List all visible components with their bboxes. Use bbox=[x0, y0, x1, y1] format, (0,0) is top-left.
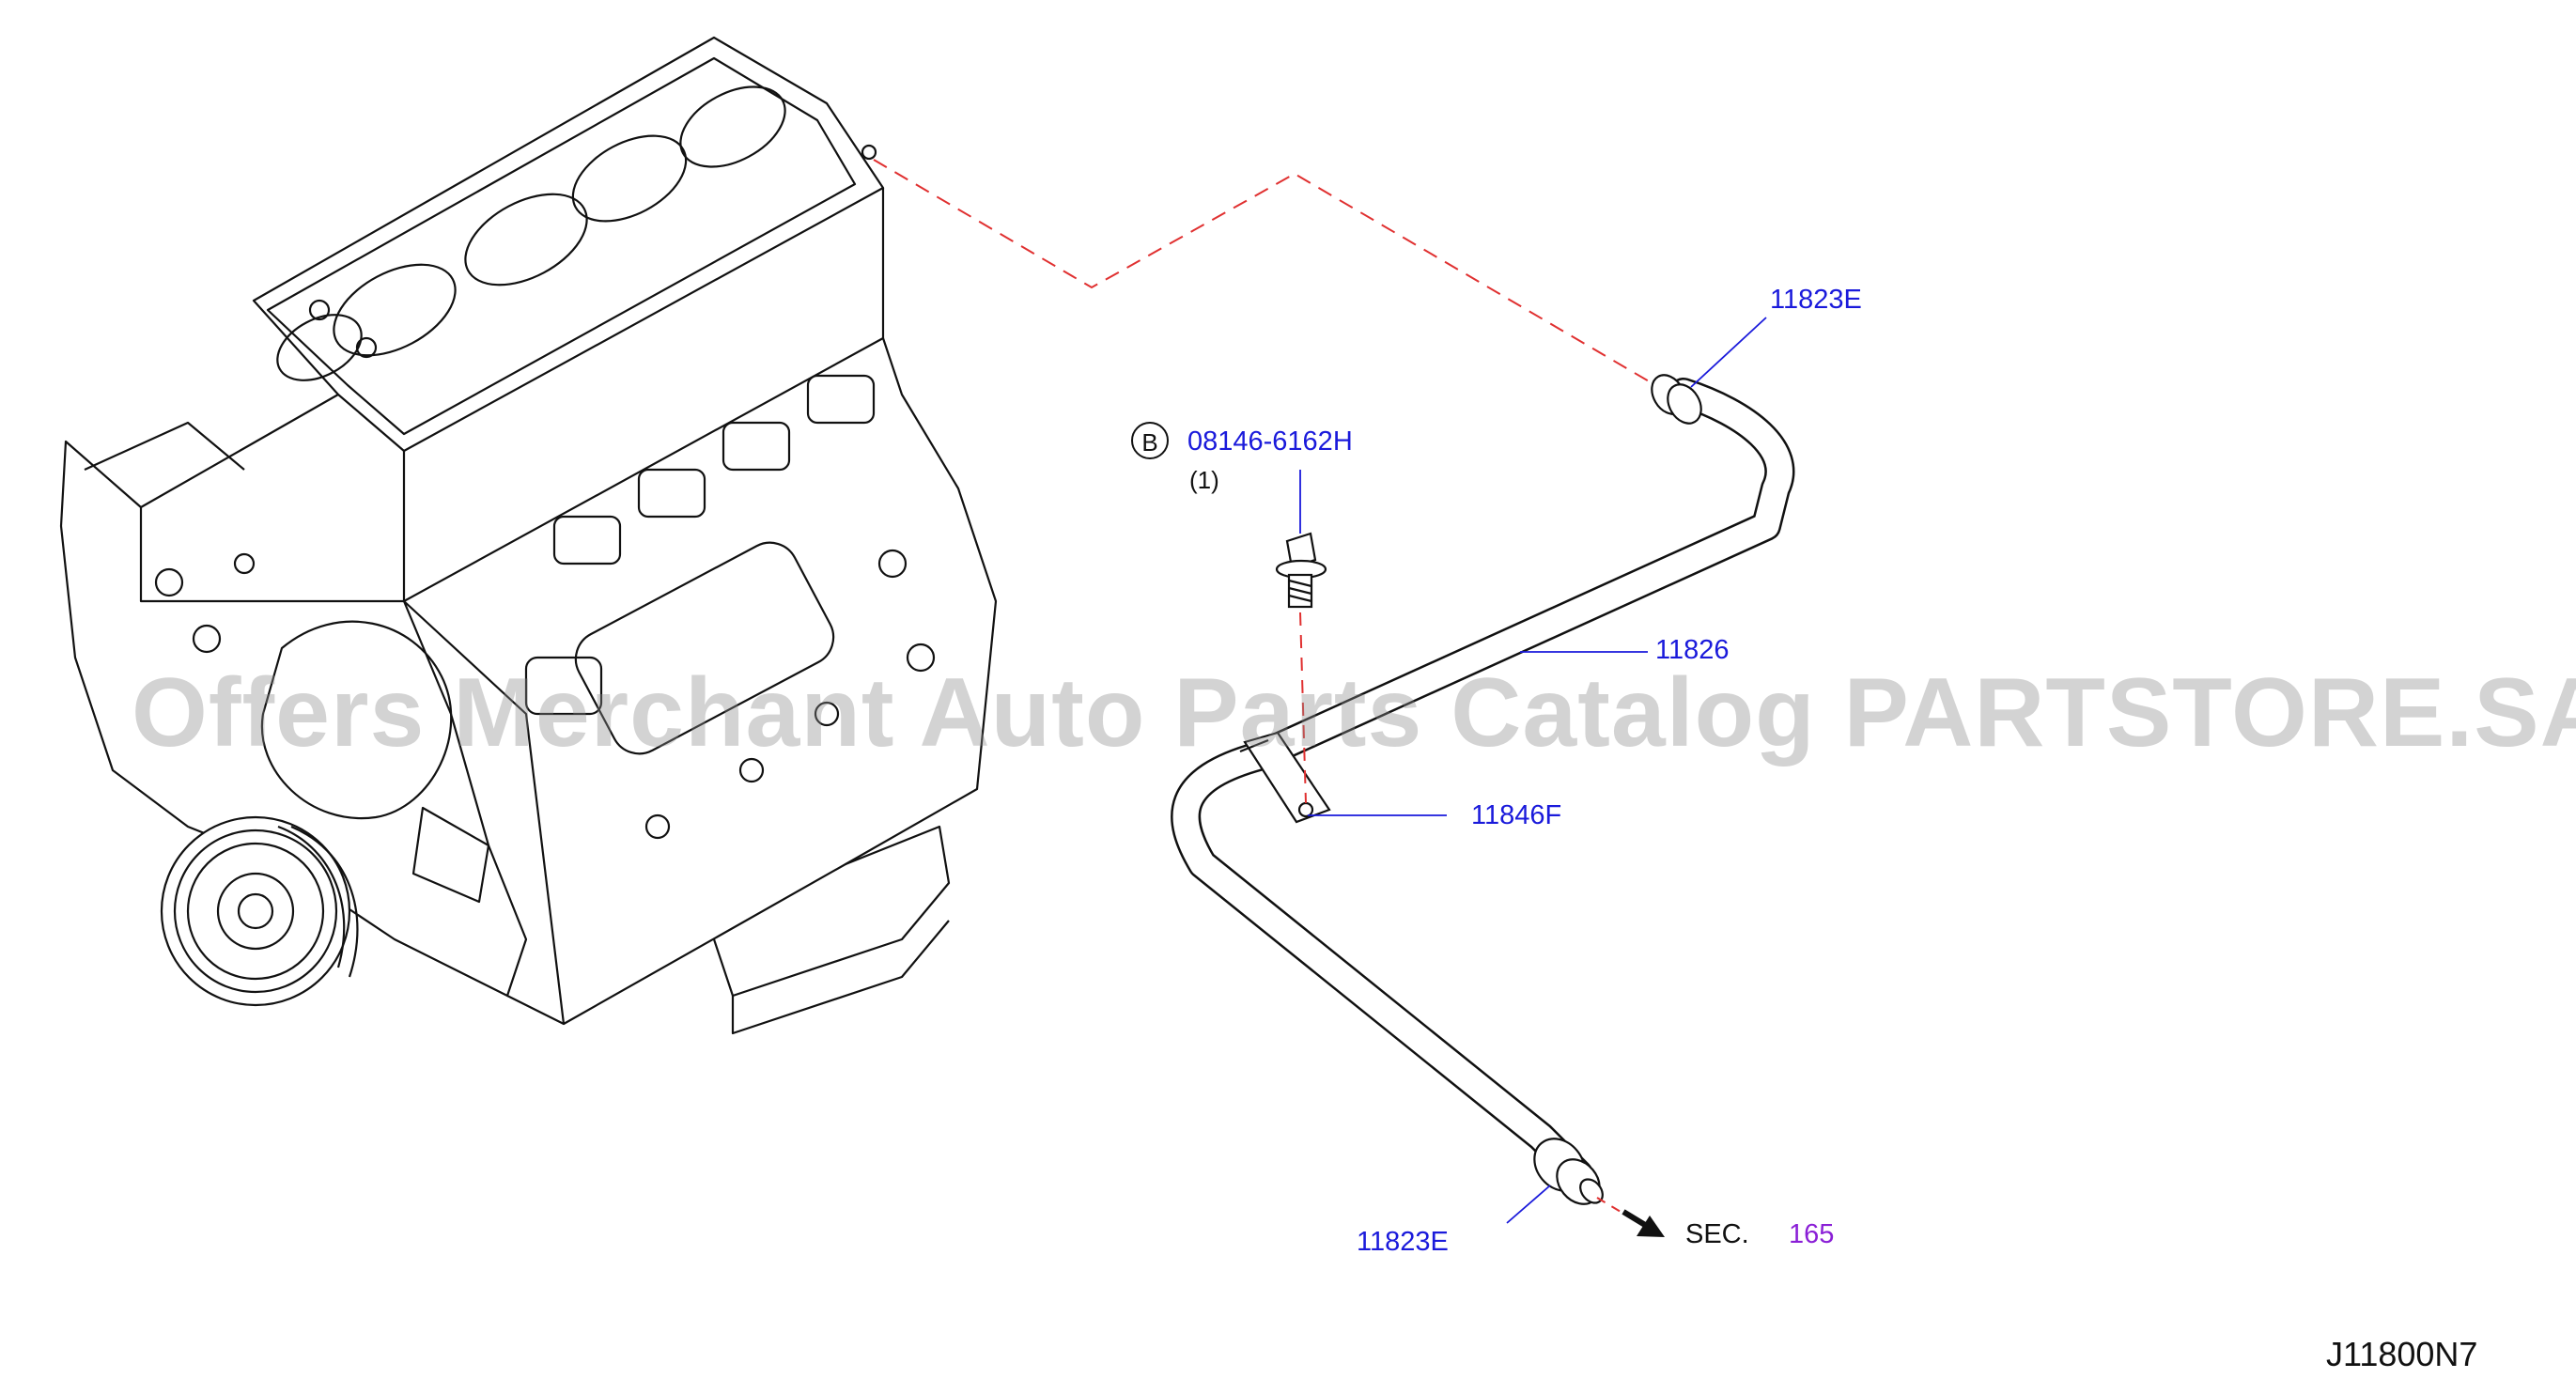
engine-block bbox=[59, 36, 998, 1035]
connection-dashed-line bbox=[873, 159, 1656, 386]
sec-arrow-icon bbox=[1596, 1197, 1665, 1237]
bolt-quantity: (1) bbox=[1189, 466, 1219, 494]
callout-bolt-part[interactable]: 08146-6162H bbox=[1187, 426, 1353, 457]
leader-lines bbox=[1299, 317, 1767, 1224]
bolt-icon bbox=[1275, 532, 1327, 609]
bolt-ref-circle: B bbox=[1131, 422, 1169, 459]
bolt-dashed-line bbox=[1299, 612, 1307, 804]
watermark-text: Offers Merchant Auto Parts Catalog PARTS… bbox=[132, 658, 2576, 767]
sec-label: SEC. bbox=[1685, 1219, 1749, 1249]
top-clip bbox=[1651, 374, 1702, 425]
callout-hose[interactable]: 11826 bbox=[1655, 635, 1730, 665]
callout-hose-bottom-clip[interactable]: 11823E bbox=[1357, 1227, 1449, 1257]
diagram-ref-code: J11800N7 bbox=[2326, 1335, 2478, 1373]
sec-number-link[interactable]: 165 bbox=[1789, 1219, 1835, 1249]
callout-bracket[interactable]: 11846F bbox=[1471, 800, 1562, 830]
callout-hose-top-clip[interactable]: 11823E bbox=[1770, 285, 1862, 315]
bracket bbox=[1239, 731, 1331, 824]
bottom-clip bbox=[1533, 1138, 1604, 1205]
